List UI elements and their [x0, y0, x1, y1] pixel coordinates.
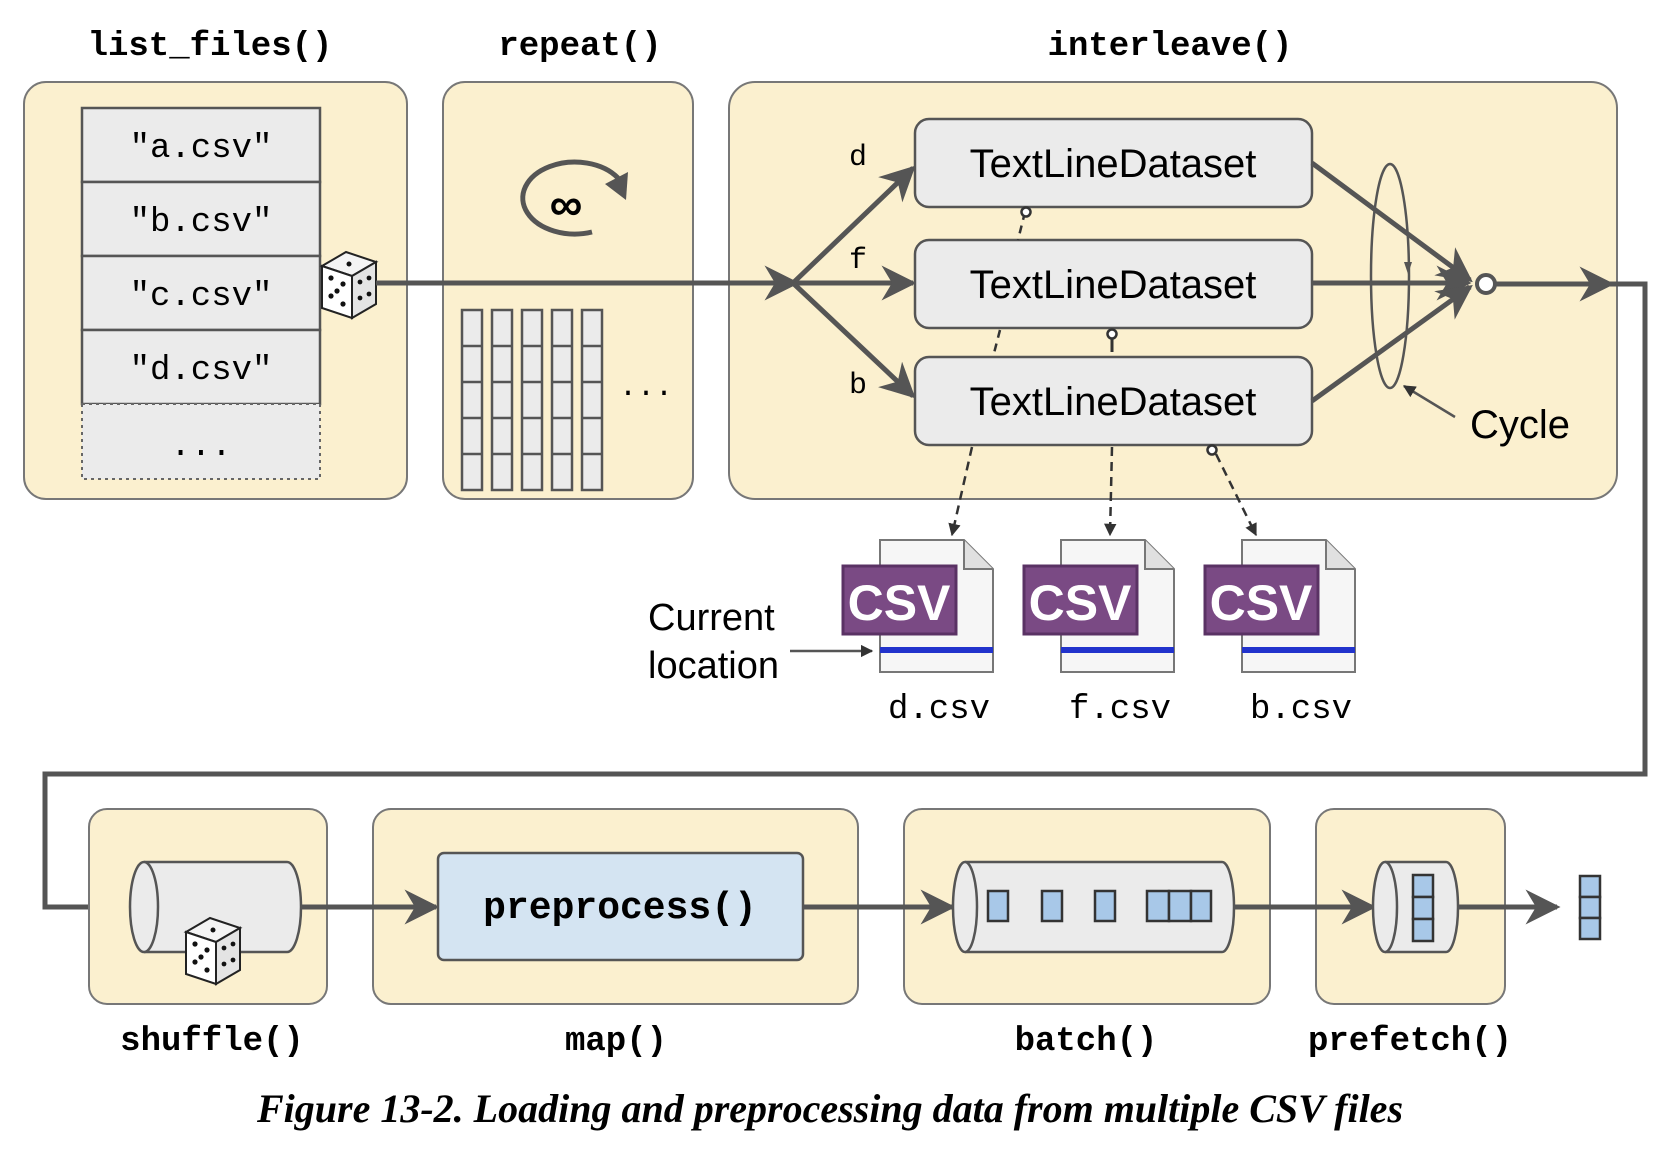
prefetch-batch — [1411, 873, 1435, 943]
stage-title-prefetch: prefetch() — [1308, 1023, 1512, 1061]
file-item-more: ... — [170, 428, 231, 466]
stage-title-shuffle: shuffle() — [120, 1023, 304, 1061]
stage-title-map: map() — [565, 1023, 667, 1061]
file-item-a: "a.csv" — [130, 130, 273, 168]
repeat-ellipsis: ... — [619, 371, 673, 405]
stage-title-batch: batch() — [1015, 1023, 1158, 1061]
output-batch — [1578, 874, 1602, 941]
stage-title-interleave: interleave() — [1048, 28, 1293, 66]
textline-label-2: TextLineDataset — [970, 263, 1257, 307]
branch-arrow-d — [791, 165, 916, 285]
cycle-ellipse-arrowhead — [1404, 262, 1412, 274]
file-item-c: "c.csv" — [130, 278, 273, 316]
current-location-line1: Current — [648, 597, 775, 639]
merge-arrow-3 — [1310, 284, 1473, 404]
csv-badge-1: CSV — [848, 575, 951, 631]
csv-file-icon — [1203, 539, 1356, 673]
textline-label-1: TextLineDataset — [970, 142, 1257, 186]
file-item-d: "d.csv" — [130, 352, 273, 390]
csv-filename-d: d.csv — [888, 691, 990, 729]
repeated-file-columns — [460, 308, 604, 492]
pointer-anchors — [1020, 206, 1218, 456]
merge-node — [1475, 273, 1497, 295]
csv-badge-2: CSV — [1029, 575, 1132, 631]
figure-caption: Figure 13-2. Loading and preprocessing d… — [256, 1086, 1403, 1131]
file-list: "a.csv" "b.csv" "c.csv" "d.csv" ... — [80, 106, 322, 480]
dice-icon — [319, 250, 379, 320]
cycle-pointer — [1402, 384, 1456, 419]
csv-file-icon — [1022, 539, 1175, 673]
branch-label-f: f — [849, 244, 867, 278]
file-item-b: "b.csv" — [130, 204, 273, 242]
textline-label-3: TextLineDataset — [970, 380, 1257, 424]
csv-filename-f: f.csv — [1069, 691, 1171, 729]
cycle-ellipse — [1369, 162, 1411, 390]
current-location-line2: location — [648, 645, 779, 687]
cycle-label: Cycle — [1470, 403, 1570, 447]
stage-title-list-files: list_files() — [88, 28, 333, 66]
cycle-arrow-icon — [520, 159, 628, 237]
csv-filename-b: b.csv — [1250, 691, 1352, 729]
branch-arrow-b — [791, 281, 916, 399]
preprocess-label: preprocess() — [483, 887, 757, 930]
file-pointer-arrows — [948, 446, 1258, 537]
merge-arrow-1 — [1310, 160, 1473, 283]
infinity-symbol: ∞ — [550, 178, 583, 230]
dice-icon — [183, 916, 243, 986]
branch-label-d: d — [849, 141, 867, 175]
stage-title-repeat: repeat() — [498, 28, 661, 66]
branch-label-b: b — [849, 369, 867, 403]
connector-to-shuffle — [42, 281, 1648, 925]
batch-items — [986, 889, 1213, 923]
shuffle-buffer — [128, 860, 303, 954]
csv-badge-3: CSV — [1210, 575, 1313, 631]
csv-file-icon — [841, 539, 994, 673]
